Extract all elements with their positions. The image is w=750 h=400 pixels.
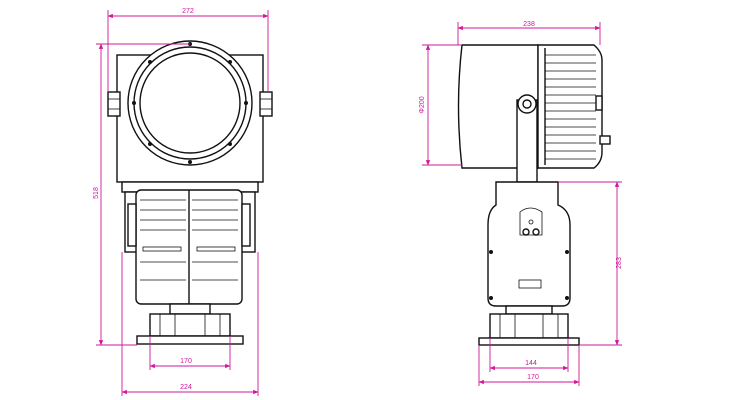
side-diameter-label: Φ200 (419, 96, 426, 113)
side-pan-tilt-body (487, 181, 571, 307)
side-base-block (489, 313, 569, 339)
front-left-bracket (127, 203, 137, 247)
side-indicator-left (522, 228, 530, 236)
side-base-outer-label: 170 (527, 374, 539, 381)
front-neck (169, 303, 211, 315)
front-base-plate (136, 335, 244, 345)
side-heatsink-fins (544, 48, 596, 165)
side-neck (505, 305, 553, 315)
front-height-label: 518 (93, 187, 100, 199)
front-motor-fins (140, 199, 238, 281)
front-lens-glass (139, 52, 241, 154)
side-rear-knob (595, 95, 603, 111)
front-base-block (149, 313, 231, 337)
front-left-knob (107, 91, 121, 117)
side-base-inner-label: 144 (525, 360, 537, 367)
front-right-knob (259, 91, 273, 117)
side-base-plate (478, 337, 580, 346)
side-heatsink (537, 44, 603, 169)
side-control-panel (519, 207, 543, 236)
side-height-label: 283 (616, 257, 623, 269)
front-dimensions: 272 518 170 224 (93, 8, 269, 396)
side-indicator-right (532, 228, 540, 236)
side-view (457, 44, 611, 346)
side-pivot-knob (517, 94, 537, 114)
side-width-label: 238 (523, 21, 535, 28)
side-nameplate (518, 279, 542, 289)
front-width-label: 272 (182, 8, 194, 15)
side-rear-plug (599, 135, 611, 145)
front-base-outer-label: 224 (180, 384, 192, 391)
side-indicator-top (528, 219, 534, 225)
side-dimensions: 238 Φ200 283 144 170 (419, 21, 623, 386)
front-base-inner-label: 170 (180, 358, 192, 365)
front-view (107, 40, 273, 345)
front-lens-outer-ring (127, 40, 253, 166)
front-right-bracket (241, 203, 251, 247)
